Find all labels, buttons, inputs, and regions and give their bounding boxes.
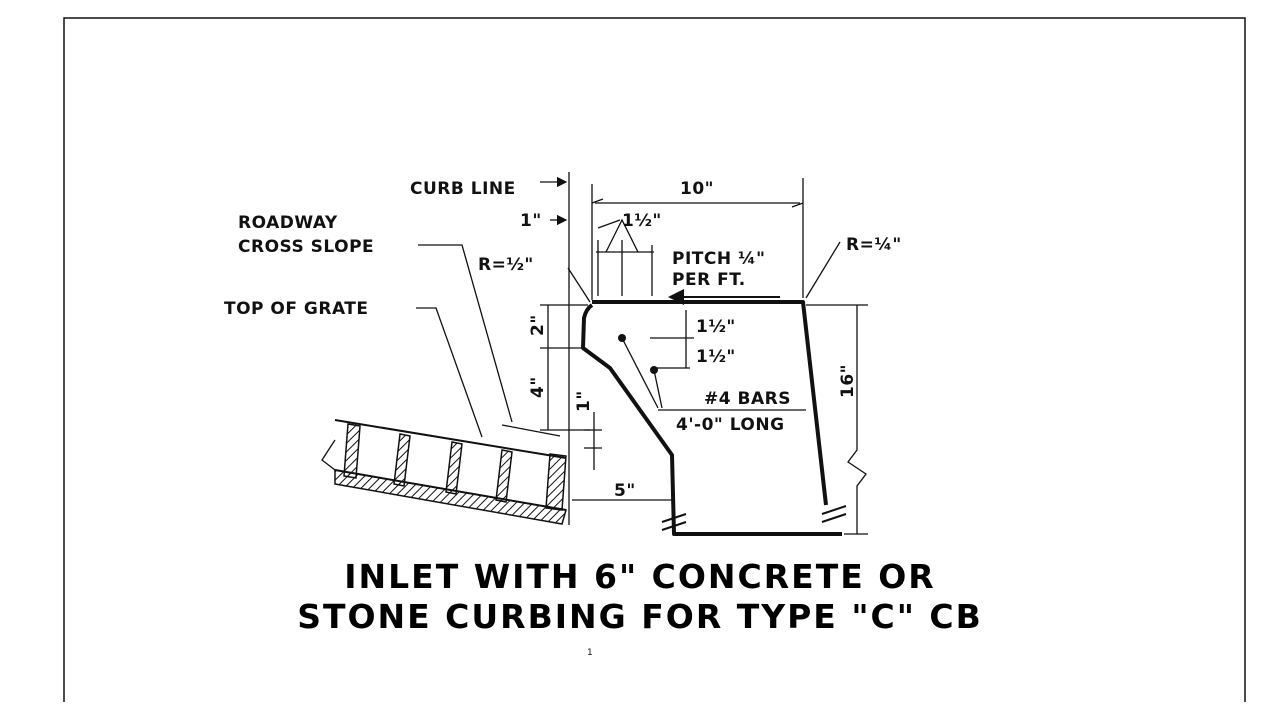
bars-length-label: 4'-0" LONG xyxy=(676,415,785,435)
dim-16-label: 16" xyxy=(838,364,858,398)
curb-outline xyxy=(581,300,842,536)
dim-1-5-b-label: 1½" xyxy=(696,347,736,367)
grate-break xyxy=(321,439,336,471)
grate xyxy=(321,419,567,525)
dim-2-label: 2" xyxy=(528,314,548,336)
bars-leader-1 xyxy=(621,337,659,409)
dim-1-5-top-label: 1½" xyxy=(622,211,662,231)
cross-slope-label: CROSS SLOPE xyxy=(238,237,374,257)
grate-top xyxy=(334,419,567,459)
title-line-1: INLET WITH 6" CONCRETE OR xyxy=(344,557,935,596)
per-ft-label: PER FT. xyxy=(672,270,746,290)
break-mark-left xyxy=(661,513,687,531)
title-line-2: STONE CURBING FOR TYPE "C" CB xyxy=(297,597,983,636)
top-of-grate-label: TOP OF GRATE xyxy=(224,299,369,319)
grate-bar-2 xyxy=(393,433,411,487)
dim-1-side-label: 1" xyxy=(574,390,594,412)
dim-16-line xyxy=(847,305,867,534)
dim-1-top-label: 1" xyxy=(520,211,542,231)
top-grate-leader xyxy=(416,307,483,438)
dim-5-label: 5" xyxy=(614,481,636,501)
roadway-label: ROADWAY xyxy=(238,213,338,233)
r-half-leader xyxy=(567,267,591,303)
grate-bar-1 xyxy=(343,423,361,479)
grate-bar-4 xyxy=(495,449,513,503)
page-number: 1 xyxy=(587,648,593,658)
dim-10-label: 10" xyxy=(680,179,714,199)
page-border xyxy=(63,17,1246,707)
cross-slope-line xyxy=(501,424,561,437)
cross-slope-leader xyxy=(418,244,513,423)
grate-bar-3 xyxy=(445,441,463,495)
r-quarter-leader xyxy=(805,241,841,299)
grate-base-hatch xyxy=(334,469,567,525)
bars-leader-2 xyxy=(653,369,663,409)
slope-triangle xyxy=(605,218,639,253)
dim-4-label: 4" xyxy=(528,376,548,398)
curb-line-label: CURB LINE xyxy=(410,179,516,199)
bars-label: #4 BARS xyxy=(704,389,791,409)
dim-1-5-a-label: 1½" xyxy=(696,317,736,337)
grate-bar-end xyxy=(545,453,567,511)
r-quarter-label: R=¼" xyxy=(846,235,902,255)
dim-15-leader xyxy=(597,219,621,229)
pitch-label: PITCH ¼" xyxy=(672,249,765,269)
r-half-label: R=½" xyxy=(478,255,534,275)
break-mark-right xyxy=(821,505,847,523)
dim-10-tick-r xyxy=(791,202,804,208)
dim-10-tick-l xyxy=(591,198,604,204)
